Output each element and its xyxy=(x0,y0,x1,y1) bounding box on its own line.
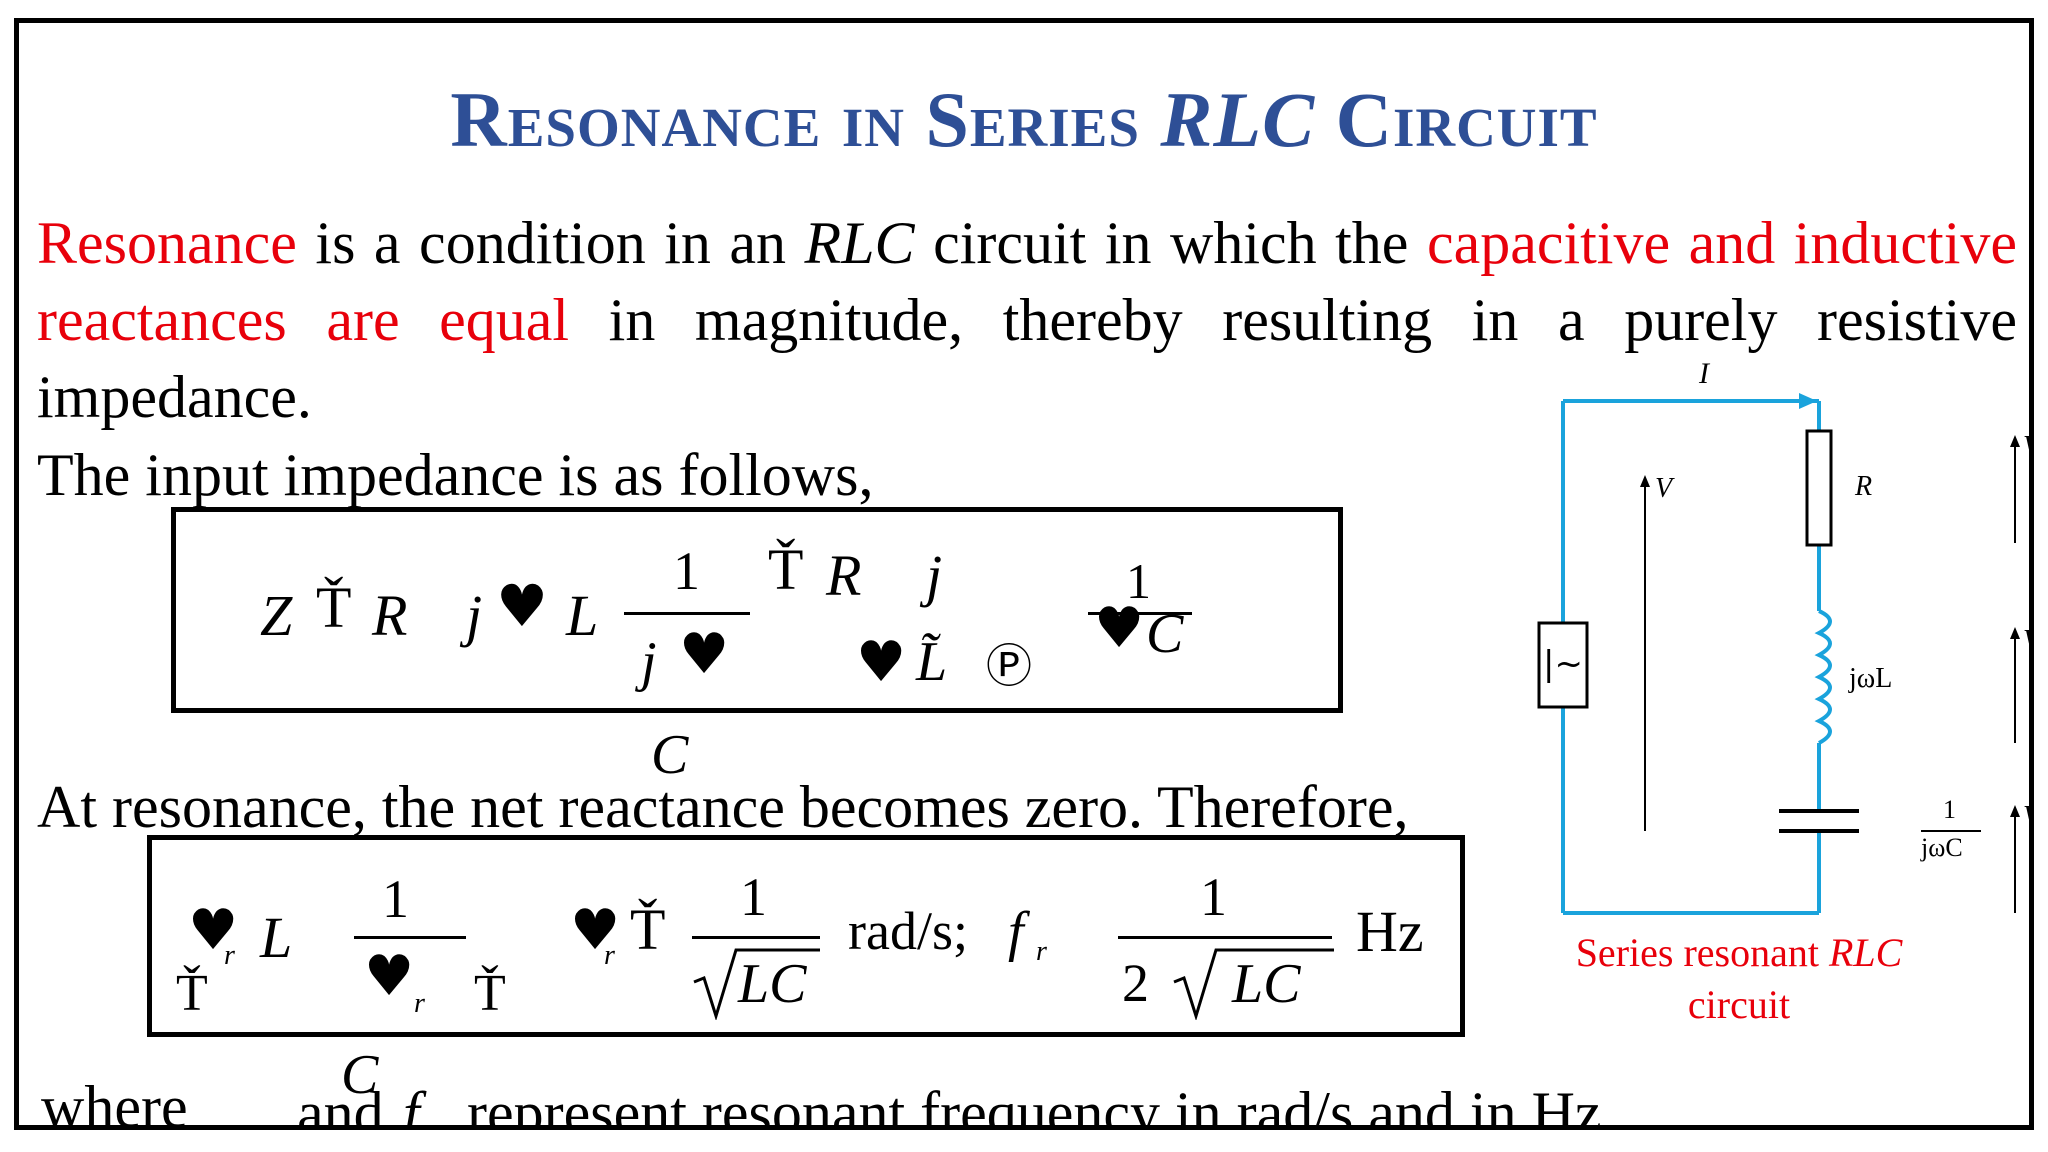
where-description: represent resonant frequency in rad/s an… xyxy=(467,1080,1617,1130)
eq2-sqrt-sign xyxy=(693,948,820,1020)
where-label: where xyxy=(41,1074,188,1130)
and-label: and xyxy=(297,1080,384,1130)
eq1-R-2: R xyxy=(826,543,862,608)
label-cap-num: 1 xyxy=(1943,795,1956,824)
eq2-f: f xyxy=(1008,901,1024,963)
eq1-L: L xyxy=(566,583,599,648)
label-VL: VL xyxy=(2023,625,2029,661)
eq2-frac-r-sub: r xyxy=(414,988,425,1019)
eq2-r-sub-2: r xyxy=(604,940,615,971)
slide-frame: Resonance in Series RLC Circuit Resonanc… xyxy=(14,18,2034,1130)
eq1-C-below: C xyxy=(651,724,689,786)
resonance-definition: Resonance is a condition in an RLC circu… xyxy=(37,210,2018,430)
eq1-frac2-num: 1 xyxy=(1126,553,1151,609)
eq2-sqrt-sign-2 xyxy=(1173,948,1334,1020)
at-resonance-text: At resonance, the net reactance becomes … xyxy=(37,774,1409,840)
impedance-intro: The input impedance is as follows, xyxy=(37,442,874,508)
where-f-r-sub: r xyxy=(431,1119,443,1125)
eq2-frac-bar xyxy=(354,936,466,939)
eq1-j: j xyxy=(466,583,483,648)
series-rlc-circuit-diagram: |~ xyxy=(1537,393,2020,915)
svg-text:|~: |~ xyxy=(1543,644,1583,684)
eq2-hz-unit: Hz xyxy=(1356,899,1424,964)
eq2-omega-r-glyph: ♥ xyxy=(188,898,239,963)
eq2-f-r-sub: r xyxy=(1036,936,1047,967)
eq1-omega-glyph: ♥ xyxy=(496,572,548,640)
circuit-labels: I V R jωL 1 jωC VR VL VC xyxy=(1519,353,2029,973)
eq1-frac-j: j xyxy=(641,631,657,693)
current-arrowhead xyxy=(1799,393,1817,409)
resistor xyxy=(1805,429,1833,547)
eq1-tilde-L: L̃ xyxy=(916,631,948,693)
label-VR: VR xyxy=(2023,431,2029,467)
eq2-omega-r-glyph-2: ♥ xyxy=(570,898,621,963)
inductor-coil xyxy=(1814,609,1832,745)
eq2-equals: Ť xyxy=(630,897,666,962)
eq2-r-sub: r xyxy=(224,940,235,971)
impedance-equation-box: Z Ť R j ♥ L 1 j ♥ Ť R j ♥ L̃ Ⓟ 1 ♥ C xyxy=(171,507,1343,713)
eq2-C-below: C xyxy=(341,1044,379,1106)
eq1-frac-omega-glyph: ♥ xyxy=(679,622,730,687)
slide-title: Resonance in Series RLC Circuit xyxy=(450,76,1598,163)
eq2-L: L xyxy=(260,905,293,970)
where-f: f xyxy=(403,1080,420,1130)
label-I: I xyxy=(1699,357,1709,390)
resonant-frequency-box: ♥ r L Ť 1 ♥ r Ť ♥ r Ť 1 LC rad/s; f r 1 … xyxy=(147,835,1465,1037)
label-VC: VC xyxy=(2023,801,2029,837)
label-R: R xyxy=(1855,471,1873,502)
label-jwL: jωL xyxy=(1849,663,1893,694)
eq1-Z: Z xyxy=(260,583,293,648)
key-condition: capacitive and inductive reactances are … xyxy=(37,210,2018,353)
eq1-frac2-omega-glyph: ♥ xyxy=(1094,596,1145,661)
eq2-LC-2: LC xyxy=(1232,953,1301,1015)
eq1-equals: Ť xyxy=(316,575,352,640)
eq1-frac-num: 1 xyxy=(673,541,700,601)
eq2-LC: LC xyxy=(738,953,807,1015)
eq2-equals-low: Ť xyxy=(176,965,208,1022)
eq1-j-2: j xyxy=(926,543,943,608)
eq1-R: R xyxy=(372,583,408,648)
eq2-two: 2 xyxy=(1122,953,1149,1013)
label-V: V xyxy=(1655,473,1673,504)
eq2-frac-num: 1 xyxy=(382,869,409,929)
ac-source xyxy=(1537,621,1589,709)
term-resonance: Resonance xyxy=(37,210,297,276)
eq1-equals-2: Ť xyxy=(768,537,804,602)
eq2-sqrt-frac-bar xyxy=(692,936,820,939)
eq2-equals-low-2: Ť xyxy=(474,965,506,1022)
label-cap-den: jωC xyxy=(1921,833,1963,862)
eq2-hz-frac-bar xyxy=(1118,936,1332,939)
eq2-frac-omega-glyph: ♥ xyxy=(364,944,415,1009)
eq1-frac-bar xyxy=(624,612,750,615)
eq1-frac2-bar xyxy=(1088,612,1192,615)
eq2-sqrt-num: 1 xyxy=(740,867,767,927)
eq1-omega-glyph-2: ♥ xyxy=(856,630,907,695)
eq2-hz-num: 1 xyxy=(1200,867,1227,927)
eq1-p-symbol: Ⓟ xyxy=(986,639,1032,693)
eq2-rad-unit: rad/s; xyxy=(848,901,968,961)
eq1-frac2-C: C xyxy=(1146,603,1184,665)
